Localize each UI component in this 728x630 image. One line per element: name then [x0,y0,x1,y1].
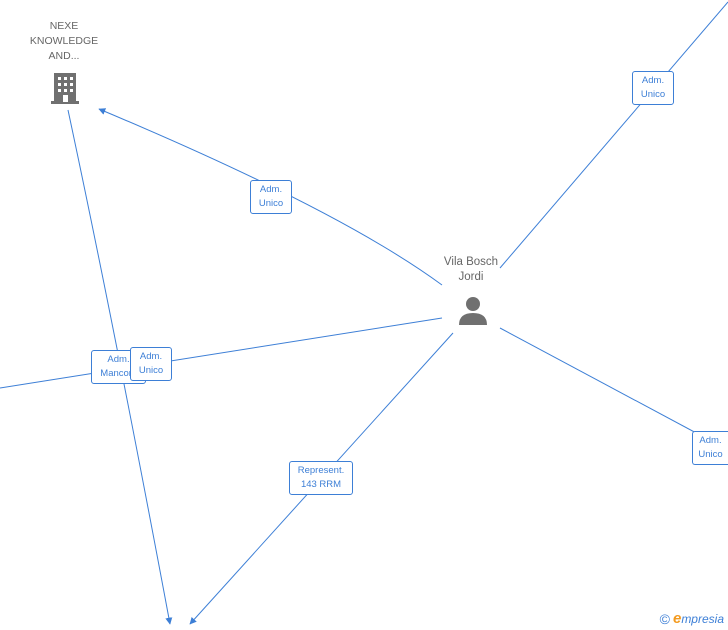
relation-line: Adm. [699,435,722,446]
relation-line: 143 RRM [300,479,342,490]
person-label-line: Jordi [458,271,484,283]
brand-name: mpresia [681,612,724,626]
company-label-line: NEXE [49,20,79,32]
relation-line: Adm. [107,354,130,365]
relation-line: Adm. [641,75,665,86]
edge-company-to-bottom [67,109,173,625]
person-label-line: Vila Bosch [443,256,499,268]
relation-line: Unico [698,449,723,460]
company-label-line: AND... [48,50,80,62]
relation-line: Adm. [259,184,283,195]
company-node-label[interactable]: NEXE KNOWLEDGE AND... [14,19,114,64]
relation-label-adm-unico[interactable]: Adm. Unico [130,347,172,381]
building-icon[interactable] [49,71,81,105]
relation-line: Mancom [100,368,137,379]
edge-person-to-company [98,108,443,286]
person-node-label[interactable]: Vila Bosch Jordi [423,255,519,285]
relation-label-adm-unico[interactable]: Adm. Unico [250,180,292,214]
relation-line: Adm. [139,351,163,362]
company-label-line: KNOWLEDGE [29,35,99,47]
relation-line: Unico [258,198,284,209]
person-icon[interactable] [457,296,489,326]
relation-label-represent[interactable]: Represent. 143 RRM [289,461,353,495]
relation-label-adm-unico[interactable]: Adm. Unico [692,431,728,465]
relation-line: Unico [138,365,164,376]
edge-person-to-top-right [499,1,728,269]
copyright-symbol: © [659,610,670,627]
relation-line: Represent. [297,465,345,476]
edge-person-to-left [0,317,443,389]
relation-label-adm-unico[interactable]: Adm. Unico [632,71,674,105]
brand-logo[interactable]: © empresia [660,610,724,627]
edge-person-to-right [499,327,728,451]
relation-line: Unico [640,89,666,100]
brand-initial: e [672,610,682,627]
